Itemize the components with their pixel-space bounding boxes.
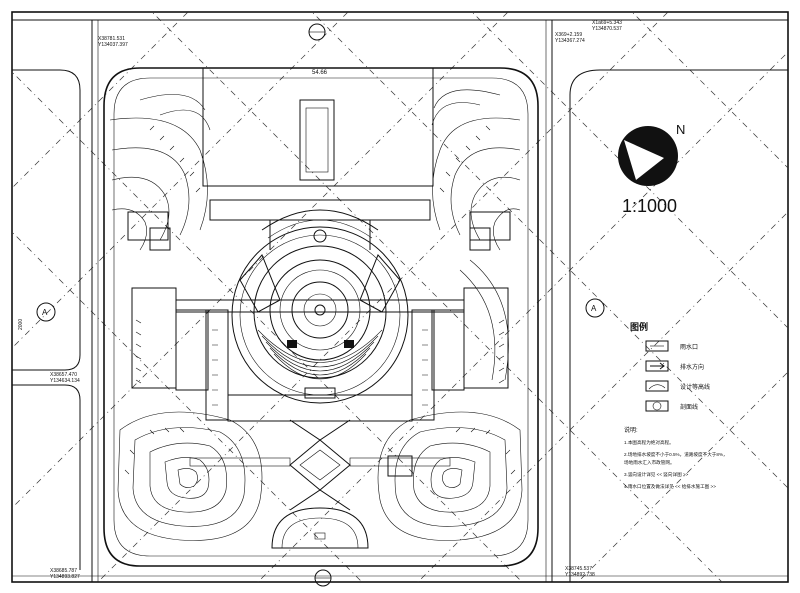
site-boundary [103,67,539,567]
legend-item-label: 设计等高线 [680,383,710,391]
top-elevation-label: 54.66 [312,70,328,76]
north-arrow: N [618,122,685,186]
coord-x: X38657.470 [50,372,77,378]
central-round-plaza [231,209,409,404]
note-line: 场地雨水汇入市政管网。 [624,459,675,466]
note-line: 3.竖向设计详见 << 竖向详图 >> [624,471,689,478]
section-marker-right: A [585,298,605,318]
drainage-ticks [124,125,516,475]
legend: 图例 雨水口 排水方向 设计等高线 剖面线 [630,321,710,412]
section-marker-left: A [36,302,56,322]
south-axis [189,419,451,549]
southwest-pond [117,411,263,541]
coord-x: X369+2.159 [555,32,582,38]
axis-mark-right: A [591,304,597,313]
legend-item-contour: 设计等高线 [645,380,710,392]
west-pavilion [127,211,209,391]
sheet-border [11,11,789,583]
legend-item-label: 雨水口 [680,343,698,351]
coord-y: Y134037.397 [98,42,128,48]
legend-item-flow: 排水方向 [645,360,704,372]
coordinate-labels: X38781.531 Y134037.397 X369+2.159 Y13436… [50,20,622,580]
scale-ratio: 1:1000 [622,196,677,216]
north-label: N [676,122,685,137]
coord-y: Y134634.134 [50,378,80,384]
legend-item-label: 排水方向 [680,363,704,371]
note-line: 4.雨水口位置及做法详见 << 给排水施工图 >> [624,483,716,490]
design-notes: 说明: 1.本图高程为绝对高程。 2.场地排水坡度不小于0.5%，道路坡度不大于… [624,426,728,490]
legend-item-section: 剖面线 [645,400,698,412]
coord-x: X38745.537 [565,566,592,572]
section-marker-top [308,23,326,41]
coord-y: Y134870.537 [592,26,622,32]
contours-east [431,89,521,381]
coord-x: X38781.531 [98,36,125,42]
coord-x: X1a69+5.343 [592,20,622,26]
street-edges [12,19,788,582]
axis-mark-left: A [42,308,48,317]
coord-y: Y134367.274 [555,38,585,44]
notes-title: 说明: [624,426,638,434]
coord-y: Y134893.827 [50,574,80,580]
legend-item-inlet: 雨水口 [645,340,698,352]
note-line: 2.场地排水坡度不小于0.5%，道路坡度不大于8%， [624,451,728,458]
coord-x: X38685.787 [50,568,77,574]
coord-y: Y134892.738 [565,572,595,578]
section-marker-bottom [314,569,332,587]
note-line: 1.本图高程为绝对高程。 [624,439,674,446]
legend-title: 图例 [630,321,648,332]
legend-item-label: 剖面线 [680,403,698,411]
east-pavilion [431,211,511,391]
central-walkways [175,199,465,422]
left-dimension-label: 2000 [18,319,24,330]
north-grid-plaza: 54.66 [202,67,434,187]
contours-west [109,94,211,251]
